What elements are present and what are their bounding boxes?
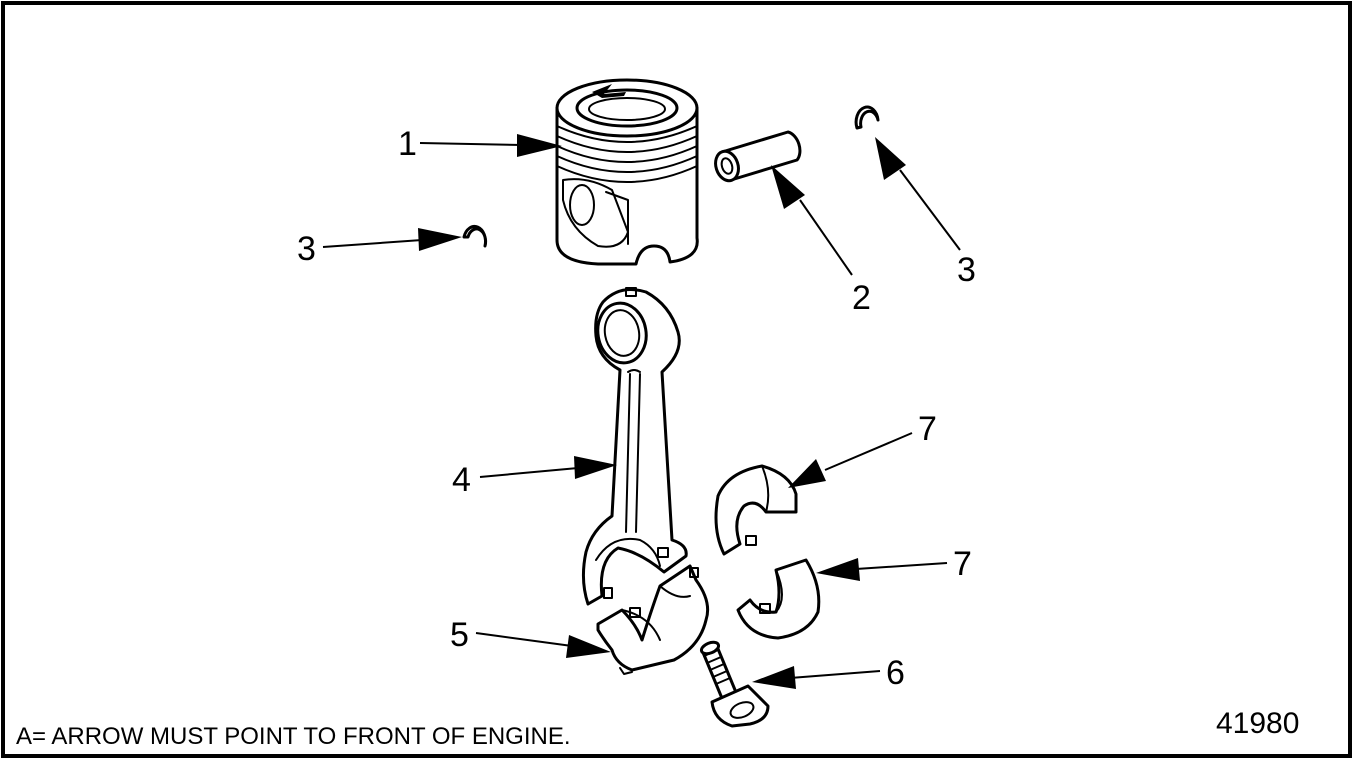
leader-6: [752, 666, 881, 689]
connecting-rod-cap: [596, 564, 710, 675]
leader-3-right: [875, 137, 961, 251]
callout-3-left: 3: [297, 230, 316, 268]
leader-2: [771, 165, 853, 276]
leader-7-lower: [816, 558, 948, 581]
leader-5: [475, 632, 611, 658]
piston: [555, 78, 699, 266]
callout-5: 5: [450, 616, 469, 654]
piston-pin-retainer-right: [854, 105, 880, 130]
piston-pin-retainer-left: [462, 225, 488, 248]
bearing-shell-lower: [736, 558, 821, 640]
leader-3-left: [322, 228, 462, 251]
piston-pin: [714, 130, 802, 183]
callout-7-upper: 7: [918, 410, 937, 448]
callout-7-lower: 7: [953, 545, 972, 583]
leader-7-upper: [788, 432, 913, 488]
callout-1: 1: [398, 125, 417, 163]
callout-6: 6: [886, 654, 905, 692]
bearing-shell-upper: [714, 464, 798, 556]
leader-4: [479, 456, 617, 479]
figure-number: 41980: [1216, 707, 1299, 740]
connecting-rod-cap-bolt: [699, 640, 770, 728]
callout-3-right: 3: [957, 251, 976, 289]
connecting-rod: [581, 287, 688, 606]
orientation-note: A= ARROW MUST POINT TO FRONT OF ENGINE.: [16, 723, 571, 750]
leader-1: [419, 134, 562, 157]
callout-4: 4: [452, 461, 471, 499]
callout-2: 2: [852, 279, 871, 317]
